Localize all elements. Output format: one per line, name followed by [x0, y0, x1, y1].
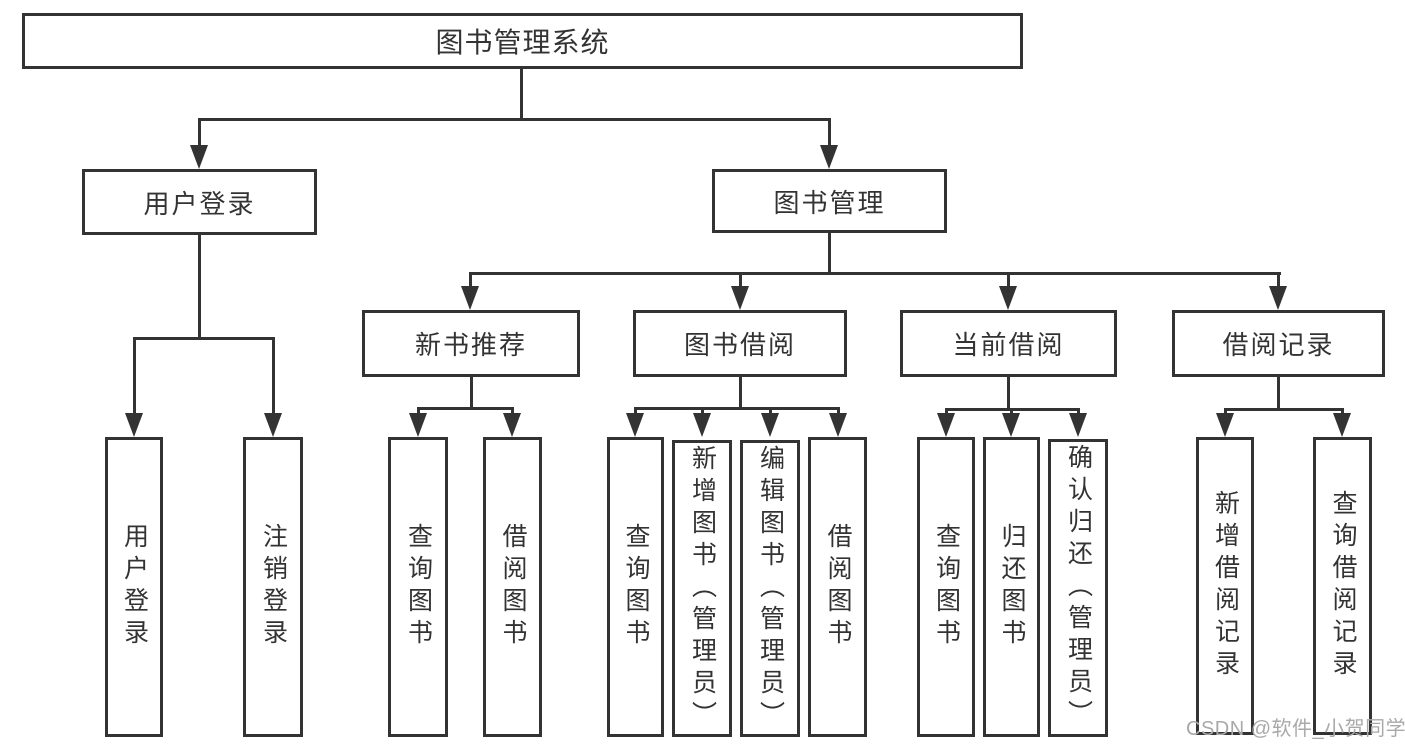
arrowhead-icon [999, 286, 1017, 310]
leaf-label: 查询图书 [404, 523, 433, 651]
connector-level2-rail [198, 118, 831, 121]
connector-to-user-login [198, 118, 201, 146]
node-book-borrow: 图书借阅 [633, 310, 847, 377]
arrowhead-icon [1002, 413, 1020, 437]
leaf-label: 确认归还（管理员） [1064, 444, 1093, 732]
connector-to-leaf [511, 407, 514, 415]
leaf-label: 新增借阅记录 [1211, 490, 1240, 682]
arrowhead-icon [503, 413, 521, 437]
node-leaf-add-book-admin: 新增图书（管理员） [672, 440, 732, 737]
node-leaf-return-book: 归还图书 [983, 437, 1040, 737]
connector-root-stem [520, 69, 523, 118]
node-leaf-confirm-return-admin: 确认归还（管理员） [1048, 439, 1108, 737]
node-current-borrow: 当前借阅 [900, 310, 1117, 377]
arrowhead-icon [1069, 413, 1087, 437]
connector-to-leaf [634, 407, 637, 415]
arrowhead-icon [461, 286, 479, 310]
node-leaf-query-books-recommend: 查询图书 [388, 437, 448, 737]
connector-new-book-recommend-rail [417, 407, 514, 410]
connector-to-leaf [1224, 408, 1227, 415]
node-leaf-logout: 注销登录 [243, 437, 303, 737]
arrowhead-icon [937, 413, 955, 437]
connector-to-leaf [769, 407, 772, 415]
leaf-label: 查询借阅记录 [1329, 490, 1357, 682]
arrowhead-icon [761, 413, 779, 437]
connector-to-leaf [837, 407, 840, 415]
node-leaf-query-books-current: 查询图书 [917, 437, 975, 737]
arrowhead-icon [125, 413, 143, 437]
arrowhead-icon [693, 413, 711, 437]
leaf-label: 新增图书（管理员） [688, 444, 717, 733]
node-new-book-recommend: 新书推荐 [362, 310, 580, 377]
connector-to-leaf [945, 408, 948, 415]
arrowhead-icon [409, 413, 427, 437]
leaf-label: 归还图书 [998, 523, 1026, 651]
connector-borrow-records-stem [1277, 377, 1280, 408]
arrowhead-icon [1333, 413, 1351, 437]
connector-to-leaf [701, 407, 704, 415]
arrowhead-icon [820, 145, 838, 169]
connector-level3-rail [469, 272, 1281, 275]
connector-user-login-rail [133, 337, 275, 340]
connector-to-current-borrow [1007, 272, 1010, 288]
connector-book-management-stem [828, 233, 831, 272]
connector-to-leaf [1077, 408, 1080, 415]
leaf-label: 借阅图书 [499, 523, 527, 651]
leaf-label: 用户登录 [120, 523, 149, 651]
node-leaf-edit-book-admin: 编辑图书（管理员） [740, 440, 800, 737]
node-leaf-borrow-books-recommend: 借阅图书 [483, 437, 542, 737]
arrowhead-icon [1216, 413, 1234, 437]
arrowhead-icon [829, 413, 847, 437]
connector-to-book-management [828, 118, 831, 146]
node-leaf-borrow-books-borrow: 借阅图书 [808, 437, 867, 737]
connector-user-login-stem [198, 235, 201, 337]
csdn-watermark: CSDN @软件_小贺同学 [1186, 718, 1405, 740]
arrowhead-icon [1269, 286, 1287, 310]
node-leaf-user-login: 用户登录 [105, 437, 163, 737]
leaf-label: 借阅图书 [824, 523, 852, 651]
connector-to-book-borrow [739, 272, 742, 288]
connector-to-leaf-logout [272, 337, 275, 414]
arrowhead-icon [190, 145, 208, 169]
leaf-label: 查询图书 [622, 523, 650, 651]
connector-to-leaf [1341, 408, 1344, 415]
connector-current-borrow-stem [1007, 377, 1010, 408]
leaf-label: 注销登录 [259, 523, 288, 651]
connector-new-book-recommend-stem [470, 377, 473, 407]
connector-to-new-book-recommend [469, 272, 472, 288]
connector-book-borrow-stem [739, 377, 742, 407]
connector-to-leaf [417, 407, 420, 415]
node-user-login: 用户登录 [82, 169, 317, 235]
node-book-management: 图书管理 [712, 169, 947, 233]
arrowhead-icon [264, 413, 282, 437]
connector-borrow-records-rail [1224, 408, 1344, 411]
node-borrow-records: 借阅记录 [1172, 310, 1385, 377]
arrowhead-icon [731, 286, 749, 310]
leaf-label: 查询图书 [932, 523, 961, 651]
connector-to-leaf-user-login [133, 337, 136, 414]
node-book-management-system: 图书管理系统 [22, 13, 1023, 69]
arrowhead-icon [626, 413, 644, 437]
connector-to-borrow-records [1277, 272, 1280, 288]
node-leaf-add-borrow-record: 新增借阅记录 [1196, 437, 1254, 735]
node-leaf-query-borrow-record: 查询借阅记录 [1313, 437, 1372, 735]
connector-book-borrow-rail [634, 407, 840, 410]
leaf-label: 编辑图书（管理员） [756, 444, 785, 733]
connector-to-leaf [1010, 408, 1013, 415]
node-leaf-query-books-borrow: 查询图书 [607, 437, 664, 737]
